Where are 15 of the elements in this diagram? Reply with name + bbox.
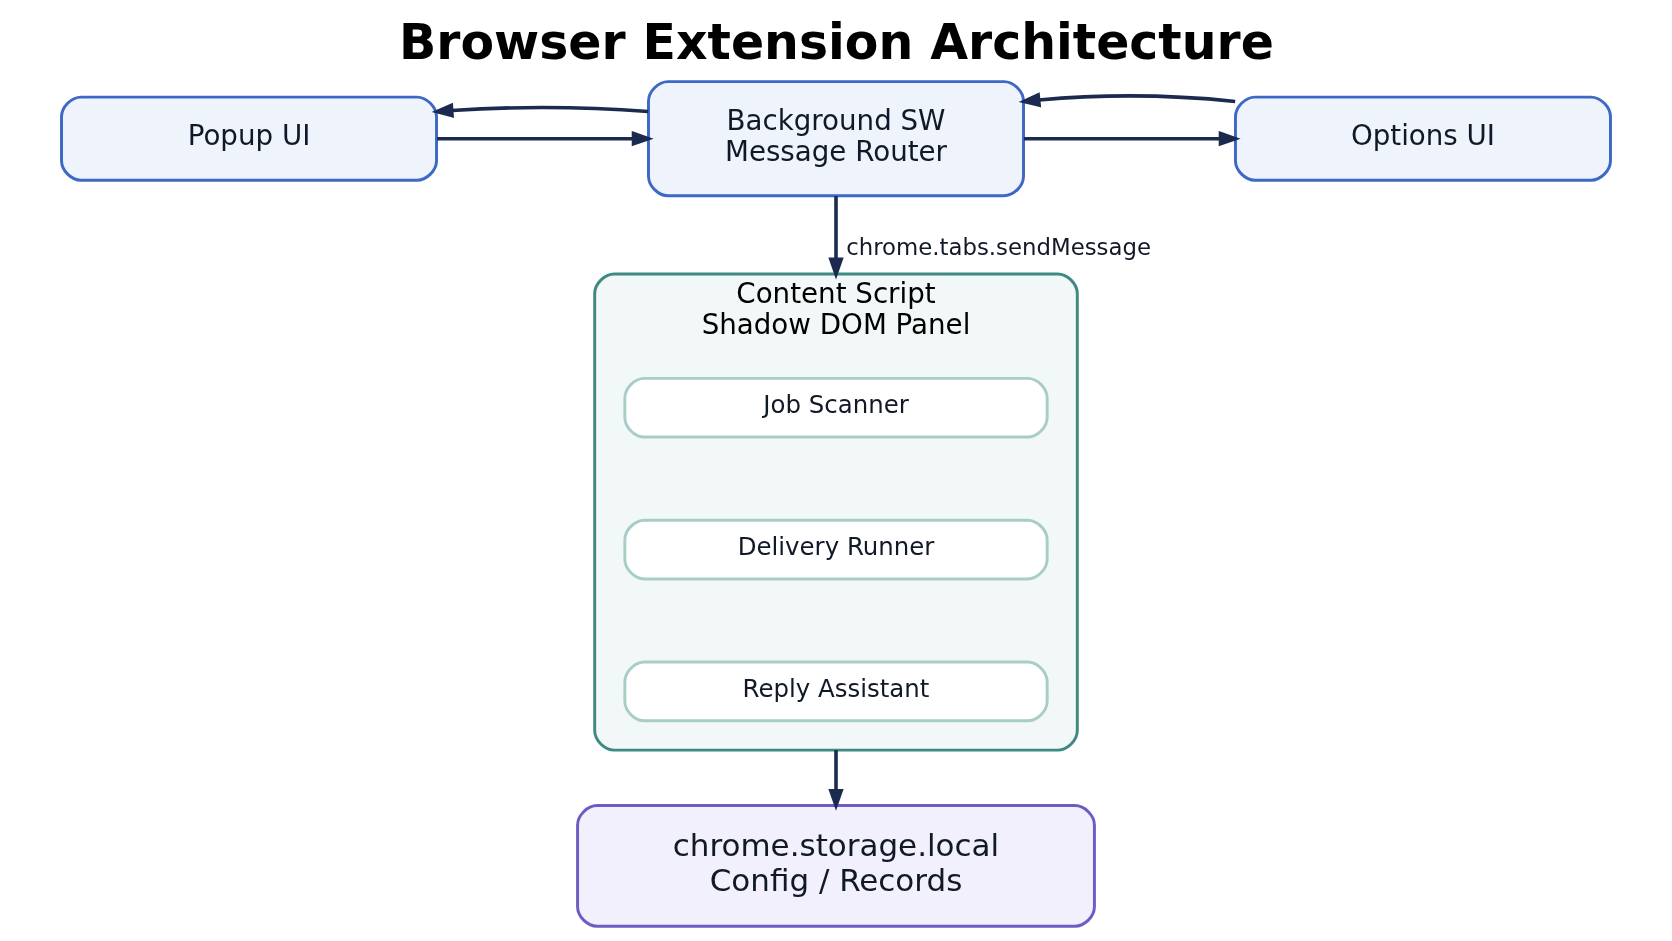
- arrow: [1018, 92, 1236, 108]
- node-box: Background SW Message Router: [647, 80, 1025, 198]
- node-box: Popup UI: [60, 95, 438, 182]
- arrow: [828, 196, 844, 280]
- arrow: [1024, 131, 1241, 147]
- edge-label: chrome.tabs.sendMessage: [846, 233, 1151, 260]
- arrow: [437, 131, 654, 147]
- node-box: Job Scanner: [623, 376, 1049, 439]
- diagram-title: Browser Extension Architecture: [399, 13, 1274, 71]
- arrow: [431, 102, 649, 119]
- node-box: Reply Assistant: [623, 660, 1049, 723]
- arrow: [828, 750, 844, 811]
- node-box: chrome.storage.local Config / Records: [576, 804, 1096, 928]
- node-box: Delivery Runner: [623, 518, 1049, 581]
- node-box: Options UI: [1234, 95, 1612, 182]
